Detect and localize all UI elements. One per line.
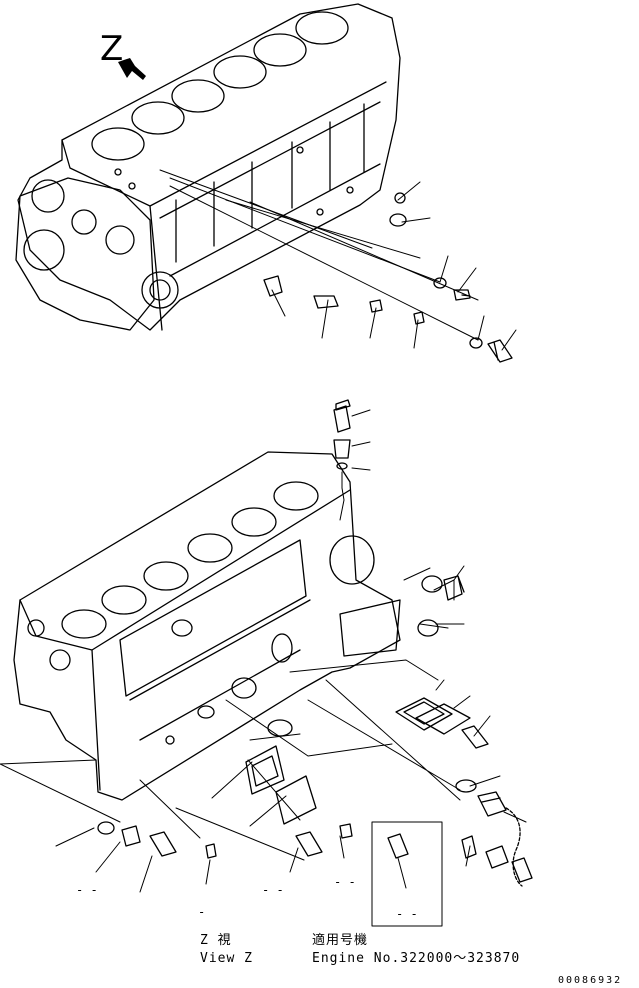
connector-2 — [485, 845, 509, 869]
plug-7 — [205, 843, 217, 859]
bolt-1 — [453, 289, 471, 301]
callout-leaders — [55, 409, 527, 893]
cover-plate-2 — [275, 775, 317, 825]
bottom-parts — [97, 399, 533, 887]
plug-4 — [443, 575, 465, 601]
gasket-2 — [395, 697, 453, 731]
engine-number-inset-box — [371, 821, 443, 927]
o-ring-1 — [421, 575, 443, 593]
document-number: 00086932 — [558, 975, 623, 986]
fitting-1 — [263, 275, 283, 297]
o-ring-3 — [97, 821, 115, 835]
caption-view-en: View Z — [200, 951, 253, 966]
caption-applicable-jp: 適用号機 — [312, 933, 369, 948]
view-z-arrow-icon — [118, 58, 146, 80]
plug-2 — [369, 299, 383, 313]
plug-1 — [394, 192, 406, 204]
placeholder-1: - - — [76, 883, 98, 897]
cover-plate-1 — [415, 703, 471, 735]
placeholder-2: - - — [262, 883, 284, 897]
washer-2 — [469, 337, 483, 349]
bottom-leader-lines — [0, 471, 461, 861]
gasket-ring-1 — [433, 277, 447, 289]
bolt-2 — [487, 339, 513, 363]
bolt-6 — [295, 831, 323, 857]
top-leader-lines — [159, 169, 517, 351]
placeholder-3: - — [198, 905, 206, 919]
engine-block-top — [15, 3, 401, 331]
bolt-5 — [511, 857, 533, 883]
o-ring-2 — [455, 779, 477, 793]
connector-1 — [313, 295, 339, 309]
caption-view-jp: Z 視 — [200, 933, 232, 948]
nut-1 — [333, 439, 351, 459]
sensor-1 — [477, 791, 507, 817]
ring-1 — [336, 462, 348, 470]
placeholder-4: - - — [334, 875, 356, 889]
cap-2 — [267, 719, 293, 737]
engine-block-bottom — [13, 451, 401, 801]
plug-3 — [413, 311, 425, 325]
placeholder-5: - - — [396, 907, 418, 921]
caption-engine-number: Engine No.322000～323870 — [312, 951, 521, 966]
bolt-7 — [149, 831, 177, 857]
gasket-3 — [245, 745, 285, 795]
washer-1 — [389, 213, 407, 227]
clip-1 — [461, 835, 477, 859]
bolt-3 — [333, 399, 351, 433]
cap-1 — [417, 619, 439, 637]
view-z-label: Z — [100, 29, 124, 69]
sensor-wire — [505, 807, 523, 887]
bolt-4 — [461, 725, 489, 749]
bolt-8 — [387, 833, 409, 859]
plug-6 — [121, 825, 141, 847]
plug-5 — [339, 823, 353, 839]
top-parts — [263, 192, 513, 363]
